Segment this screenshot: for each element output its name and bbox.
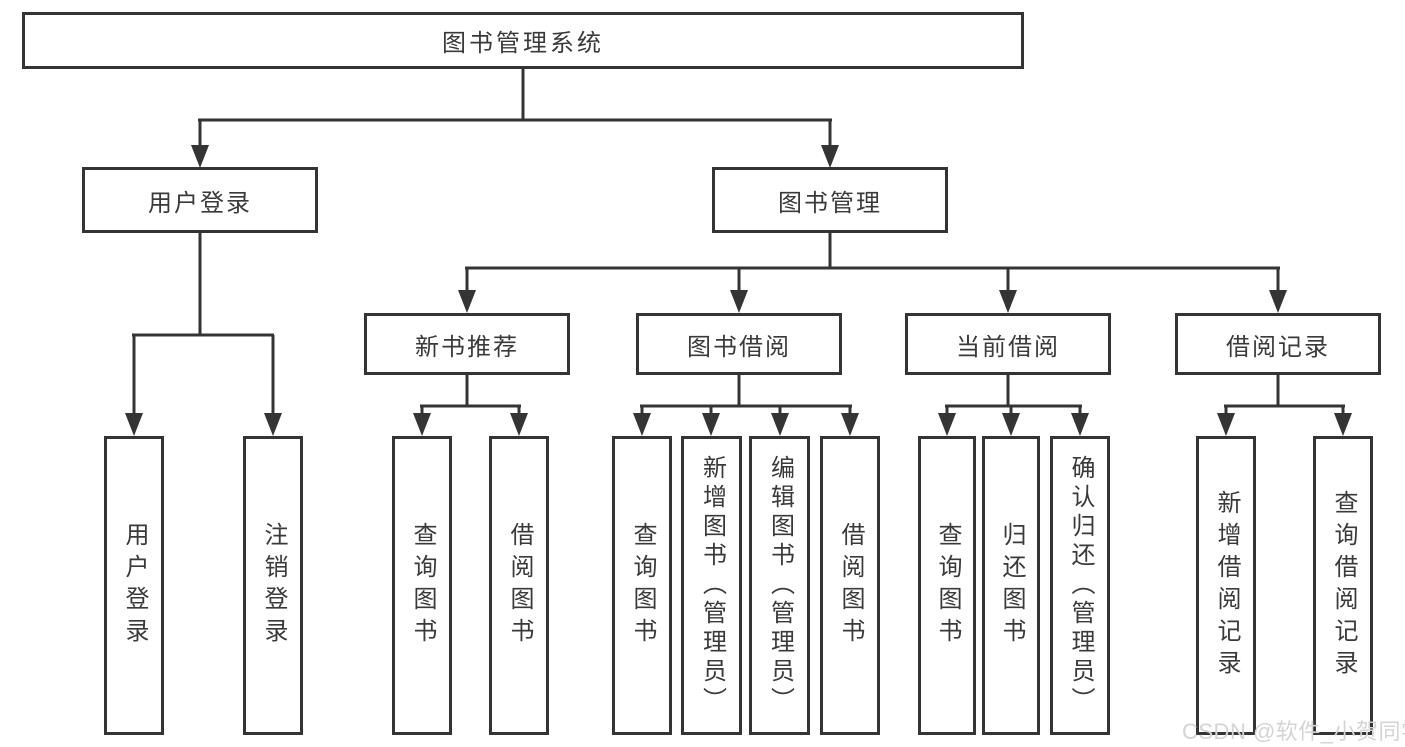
leaf-logout-label: 注销登录 (260, 521, 287, 650)
node-user-login: 用户登录 (82, 167, 318, 233)
leaf-add-borrow-record: 新增借阅记录 (1196, 436, 1256, 735)
leaf-query-book-recommend-label: 查询图书 (409, 521, 436, 650)
leaf-add-book-admin: 新增图书（管理员） (681, 436, 742, 735)
leaf-query-book-borrowing: 查询图书 (612, 436, 672, 735)
leaf-confirm-return-admin: 确认归还（管理员） (1050, 436, 1110, 735)
node-book-management: 图书管理 (712, 167, 948, 233)
leaf-return-book: 归还图书 (982, 436, 1040, 735)
leaf-borrow-book-recommend: 借阅图书 (489, 436, 549, 735)
leaf-borrow-book-label: 借阅图书 (837, 521, 864, 650)
leaf-return-book-label: 归还图书 (998, 521, 1025, 650)
leaf-logout: 注销登录 (243, 436, 303, 735)
node-borrowing-records-label: 借阅记录 (1226, 333, 1330, 361)
leaf-edit-book-admin-label: 编辑图书（管理员） (766, 455, 794, 716)
leaf-query-book-borrowing-label: 查询图书 (629, 521, 656, 650)
leaf-query-book-current: 查询图书 (918, 436, 976, 735)
node-book-borrowing: 图书借阅 (636, 313, 842, 375)
leaf-add-book-admin-label: 新增图书（管理员） (698, 455, 726, 716)
leaf-query-book-recommend: 查询图书 (392, 436, 452, 735)
leaf-user-login: 用户登录 (104, 436, 164, 735)
leaf-edit-book-admin: 编辑图书（管理员） (749, 436, 810, 735)
leaf-add-borrow-record-label: 新增借阅记录 (1213, 489, 1240, 682)
node-new-book-recommend-label: 新书推荐 (415, 333, 519, 361)
node-current-borrowing: 当前借阅 (905, 313, 1111, 375)
leaf-confirm-return-admin-label: 确认归还（管理员） (1067, 455, 1094, 716)
node-root-label: 图书管理系统 (442, 30, 604, 57)
node-book-borrowing-label: 图书借阅 (687, 333, 791, 361)
node-current-borrowing-label: 当前借阅 (956, 333, 1060, 361)
node-borrowing-records: 借阅记录 (1175, 313, 1381, 375)
node-root: 图书管理系统 (22, 12, 1024, 69)
node-new-book-recommend: 新书推荐 (364, 313, 570, 375)
leaf-query-borrow-record: 查询借阅记录 (1313, 436, 1373, 735)
node-user-login-label: 用户登录 (148, 189, 252, 217)
leaf-borrow-book: 借阅图书 (820, 436, 880, 735)
csdn-watermark: CSDN @软件_小贺同学 (1182, 719, 1405, 744)
arrowheads (125, 145, 1352, 436)
leaf-query-book-current-label: 查询图书 (934, 521, 961, 650)
leaf-query-borrow-record-label: 查询借阅记录 (1330, 489, 1357, 682)
node-book-management-label: 图书管理 (778, 189, 882, 217)
leaf-borrow-book-recommend-label: 借阅图书 (506, 521, 533, 650)
leaf-user-login-label: 用户登录 (121, 521, 148, 650)
